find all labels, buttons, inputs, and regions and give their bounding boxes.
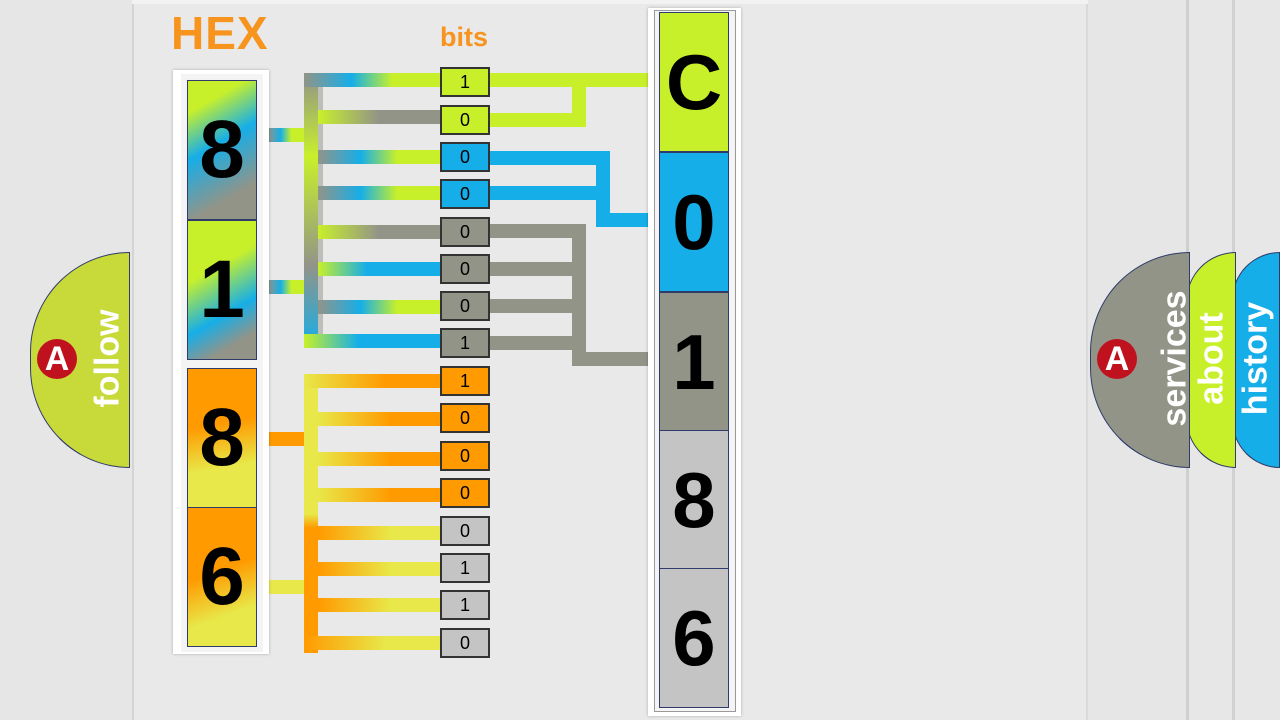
bit-box: 1 — [440, 67, 490, 97]
bit-box: 0 — [440, 628, 490, 658]
hex-digit: 8 — [187, 368, 257, 508]
services-tab-label: services — [1155, 290, 1190, 427]
history-tab-label: history — [1236, 301, 1275, 416]
hex-title: HEX — [171, 7, 269, 59]
bit-box: 1 — [440, 366, 490, 396]
hex-digit: 8 — [187, 80, 257, 220]
about-tab[interactable]: about — [1186, 252, 1236, 468]
bit-box: 0 — [440, 142, 490, 172]
bit-box: 0 — [440, 217, 490, 247]
about-tab-label: about — [1192, 312, 1231, 405]
bit-box: 0 — [440, 105, 490, 135]
bit-box: 0 — [440, 441, 490, 471]
brand-logo-icon: A — [1097, 339, 1137, 379]
bit-box: 1 — [440, 590, 490, 620]
bit-box: 1 — [440, 328, 490, 358]
bit-box: 0 — [440, 478, 490, 508]
bit-box: 1 — [440, 553, 490, 583]
bit-box: 0 — [440, 254, 490, 284]
result-digit: 0 — [659, 152, 729, 292]
result-digit: 6 — [659, 568, 729, 708]
brand-logo-icon: A — [37, 339, 77, 379]
result-digit: 1 — [659, 292, 729, 432]
page-top-edge — [132, 0, 1088, 4]
bits-title: bits — [440, 22, 489, 52]
bit-box: 0 — [440, 179, 490, 209]
history-tab[interactable]: history — [1232, 252, 1280, 468]
bit-box: 0 — [440, 291, 490, 321]
follow-tab-label: follow — [88, 309, 127, 408]
result-digit: 8 — [659, 430, 729, 570]
bit-box: 0 — [440, 516, 490, 546]
bit-box: 0 — [440, 403, 490, 433]
hex-digit: 6 — [187, 507, 257, 647]
hex-digit: 1 — [187, 220, 257, 360]
result-digit: C — [659, 12, 729, 152]
